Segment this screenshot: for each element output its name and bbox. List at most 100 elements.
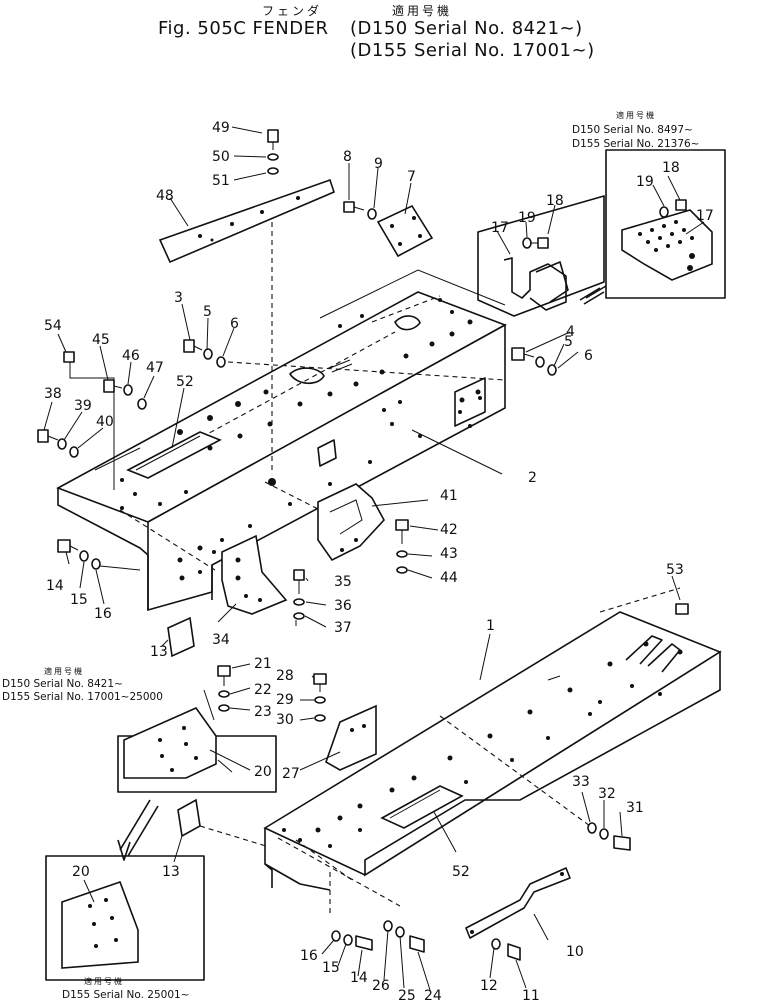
callout-50: 50 (212, 149, 230, 165)
callout-27: 27 (282, 766, 300, 782)
callout-4: 4 (566, 324, 575, 340)
svg-text:適用号機: 適用号機 (616, 110, 656, 120)
callout-22: 22 (254, 682, 272, 698)
lower-fender-part-1 (263, 587, 722, 916)
callout-38: 38 (44, 386, 62, 402)
handle-frame-part-17 (477, 195, 605, 317)
callout-20-inset: 20 (72, 864, 90, 880)
title-kana: フェンダ (262, 4, 323, 18)
svg-text:D155 Serial No. 25001~: D155 Serial No. 25001~ (62, 989, 189, 1001)
callout-18-inset: 18 (662, 160, 680, 176)
callout-24: 24 (424, 988, 442, 1004)
svg-text:D150 Serial No. 8421~: D150 Serial No. 8421~ (2, 678, 123, 690)
callout-2: 2 (528, 470, 537, 486)
bracket-part-41 (317, 483, 385, 562)
callout-41: 41 (440, 488, 458, 504)
bracket-part-34 (221, 534, 288, 615)
callout-5-right: 5 (564, 334, 573, 350)
callout-15-lower: 15 (322, 960, 340, 976)
callout-1: 1 (486, 618, 495, 634)
callout-42: 42 (440, 522, 458, 538)
callout-47: 47 (146, 360, 164, 376)
callout-17: 17 (491, 220, 509, 236)
callout-19: 19 (518, 210, 536, 226)
callout-46: 46 (122, 348, 140, 364)
callout-25: 25 (398, 988, 416, 1004)
callout-9: 9 (374, 156, 383, 172)
callout-28: 28 (276, 668, 294, 684)
figure-title: Fig. 505C FENDER (158, 18, 329, 39)
callout-36: 36 (334, 598, 352, 614)
title-applicable-models: 適用号機 (392, 4, 453, 18)
bracket-part-27 (325, 704, 377, 771)
callout-6: 6 (230, 316, 239, 332)
note-top-right: 適用号機 D150 Serial No. 8497~ D155 Serial N… (572, 110, 699, 150)
small-plate-part-13-upper (167, 616, 195, 658)
callout-45: 45 (92, 332, 110, 348)
svg-text:D150 Serial No. 8497~: D150 Serial No. 8497~ (572, 124, 693, 136)
callout-52-lower: 52 (452, 864, 470, 880)
callout-23: 23 (254, 704, 272, 720)
svg-text:D155 Serial No. 21376~: D155 Serial No. 21376~ (572, 138, 699, 150)
upper-fender-part-2 (56, 200, 507, 612)
callout-numbers: 2 1 3 4 5 5 6 6 7 8 9 10 11 12 13 13 14 … (44, 120, 714, 1004)
callout-49: 49 (212, 120, 230, 136)
callout-13-lower: 13 (162, 864, 180, 880)
callout-18: 18 (546, 193, 564, 209)
arm-part-10 (465, 867, 571, 939)
leader-lines (43, 126, 705, 991)
callout-35: 35 (334, 574, 352, 590)
serial-range-d150: (D150 Serial No. 8421~) (350, 18, 583, 39)
callout-7: 7 (407, 169, 416, 185)
cover-plate-part-52-upper (126, 431, 222, 479)
callout-17-inset: 17 (696, 208, 714, 224)
callout-33: 33 (572, 774, 590, 790)
callout-53: 53 (666, 562, 684, 578)
callout-20: 20 (254, 764, 272, 780)
note-middle-left: 適用号機 D150 Serial No. 8421~ D155 Serial N… (2, 666, 163, 703)
callout-21: 21 (254, 656, 272, 672)
callout-14-lower: 14 (350, 970, 368, 986)
bar-part-48 (158, 178, 335, 264)
callout-30: 30 (276, 712, 294, 728)
callout-32: 32 (598, 786, 616, 802)
callout-52-upper: 52 (176, 374, 194, 390)
callout-8: 8 (343, 149, 352, 165)
plate-part-7 (376, 204, 434, 258)
callout-5: 5 (203, 304, 212, 320)
svg-text:適用号機: 適用号機 (84, 976, 124, 986)
callout-15-upper: 15 (70, 592, 88, 608)
cover-plate-part-52-lower (380, 785, 464, 829)
small-plate-part-13-lower (177, 798, 267, 847)
callout-16-lower: 16 (300, 948, 318, 964)
inset-footstep-box (579, 149, 726, 305)
callout-48: 48 (156, 188, 174, 204)
fasteners (37, 129, 689, 961)
callout-19-inset: 19 (636, 174, 654, 190)
callout-40: 40 (96, 414, 114, 430)
callout-3: 3 (174, 290, 183, 306)
callout-44: 44 (440, 570, 458, 586)
callout-16-upper: 16 (94, 606, 112, 622)
serial-range-d155: (D155 Serial No. 17001~) (350, 40, 595, 61)
callout-39: 39 (74, 398, 92, 414)
svg-text:D155 Serial No. 17001~25000: D155 Serial No. 17001~25000 (2, 691, 163, 703)
inset-guard-box-part-20 (117, 689, 277, 793)
callout-54: 54 (44, 318, 62, 334)
callout-13-upper: 13 (150, 644, 168, 660)
callout-26: 26 (372, 978, 390, 994)
note-bottom-left: 適用号機 D155 Serial No. 25001~ (62, 976, 189, 1001)
callout-37: 37 (334, 620, 352, 636)
callout-51: 51 (212, 173, 230, 189)
callout-10: 10 (566, 944, 584, 960)
inset-guard-box-part-20-new (45, 799, 205, 981)
callout-29: 29 (276, 692, 294, 708)
callout-43: 43 (440, 546, 458, 562)
callout-34: 34 (212, 632, 230, 648)
callout-6-right: 6 (584, 348, 593, 364)
callout-14-upper: 14 (46, 578, 64, 594)
callout-12: 12 (480, 978, 498, 994)
svg-text:適用号機: 適用号機 (44, 666, 84, 676)
